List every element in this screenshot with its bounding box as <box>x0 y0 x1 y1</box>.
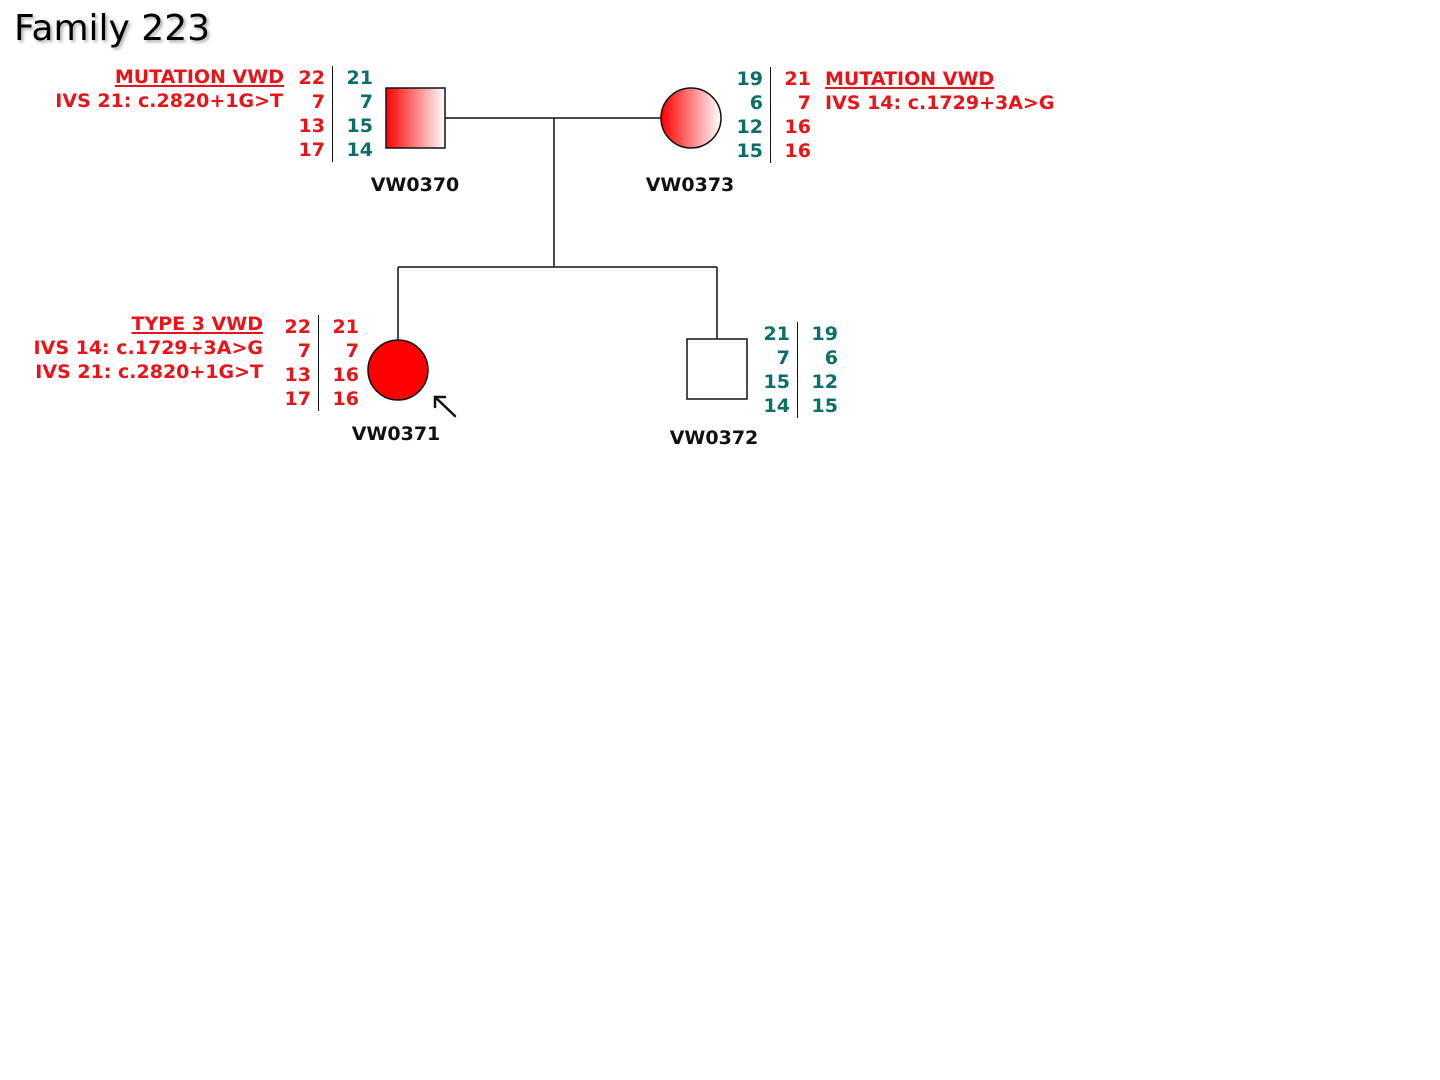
allele-vw0372-left-0: 21 <box>763 323 790 345</box>
allele-vw0373-right-1: 7 <box>797 92 811 114</box>
allele-vw0371-left-1: 7 <box>297 340 311 362</box>
proband-arrow-icon <box>433 395 457 418</box>
annotation-line-vw0373: IVS 14: c.1729+3A>G <box>825 92 1055 114</box>
individual-id-vw0373: VW0373 <box>645 174 735 196</box>
individual-vw0373-symbol[interactable] <box>660 87 722 149</box>
annotation-line-vw0370: IVS 21: c.2820+1G>T <box>55 90 283 112</box>
individual-id-vw0370: VW0370 <box>370 174 460 196</box>
page-title: Family 223 <box>14 8 210 49</box>
individual-id-vw0371: VW0371 <box>351 423 441 445</box>
allele-vw0370-right-0: 21 <box>346 67 373 89</box>
annotation-heading-vw0371: TYPE 3 VWD <box>131 313 263 335</box>
allele-vw0372-right-0: 19 <box>811 323 838 345</box>
allele-vw0370-left-2: 13 <box>298 115 325 137</box>
allele-vw0371-right-3: 16 <box>332 388 359 410</box>
individual-vw0371-symbol[interactable] <box>367 339 429 401</box>
allele-vw0370-left-3: 17 <box>298 139 325 161</box>
allele-vw0373-left-1: 6 <box>749 92 763 114</box>
allele-vw0370-right-2: 15 <box>346 115 373 137</box>
allele-vw0373-right-2: 16 <box>784 116 811 138</box>
allele-vw0372-right-3: 15 <box>811 395 838 417</box>
allele-vw0373-right-0: 21 <box>784 68 811 90</box>
allele-vw0371-left-0: 22 <box>284 316 311 338</box>
allele-vw0370-left-0: 22 <box>298 67 325 89</box>
allele-vw0370-left-1: 7 <box>311 91 325 113</box>
individual-vw0370-symbol[interactable] <box>385 87 446 149</box>
allele-vw0371-right-0: 21 <box>332 316 359 338</box>
allele-vw0372-left-1: 7 <box>776 347 790 369</box>
allele-vw0373-left-2: 12 <box>736 116 763 138</box>
allele-vw0371-right-1: 7 <box>345 340 359 362</box>
allele-vw0372-right-1: 6 <box>824 347 838 369</box>
allele-vw0371-left-3: 17 <box>284 388 311 410</box>
allele-vw0371-left-2: 13 <box>284 364 311 386</box>
allele-vw0372-left-3: 14 <box>763 395 790 417</box>
annotation-heading-vw0370: MUTATION VWD <box>114 66 284 88</box>
allele-vw0370-right-1: 7 <box>359 91 373 113</box>
allele-vw0371-right-2: 16 <box>332 364 359 386</box>
allele-vw0373-right-3: 16 <box>784 140 811 162</box>
allele-vw0372-right-2: 12 <box>811 371 838 393</box>
individual-vw0372-symbol[interactable] <box>686 338 748 400</box>
annotation-line-vw0371-1: IVS 14: c.1729+3A>G <box>33 337 263 359</box>
allele-vw0370-right-3: 14 <box>346 139 373 161</box>
annotation-line-vw0371-2: IVS 21: c.2820+1G>T <box>35 361 263 383</box>
allele-vw0373-left-0: 19 <box>736 68 763 90</box>
annotation-heading-vw0373: MUTATION VWD <box>825 68 995 90</box>
individual-id-vw0372: VW0372 <box>669 427 759 449</box>
allele-vw0372-left-2: 15 <box>763 371 790 393</box>
allele-vw0373-left-3: 15 <box>736 140 763 162</box>
